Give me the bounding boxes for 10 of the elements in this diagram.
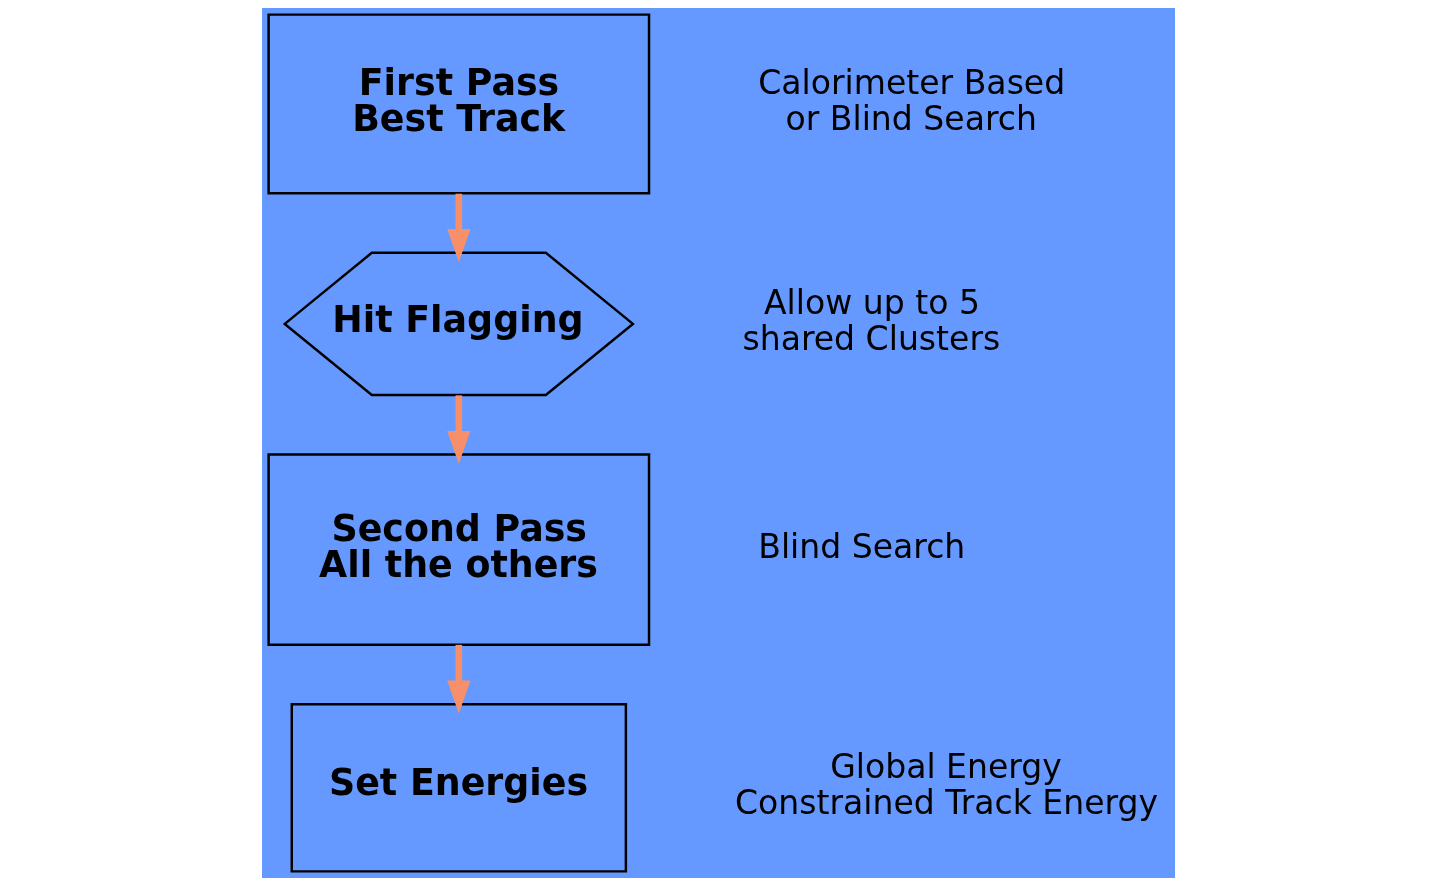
- label: Global Energy Constrained Track Energy: [735, 746, 1159, 823]
- label: Allow up to 5 shared Clusters: [742, 282, 1001, 359]
- node-box: Second Pass All the others: [267, 453, 651, 647]
- label: Blind Search: [758, 526, 966, 566]
- arrow: [447, 644, 471, 714]
- arrow: [447, 193, 471, 263]
- node-box: Set Energies: [290, 703, 628, 873]
- node-box: First Pass Best Track: [267, 13, 651, 195]
- arrow: [447, 395, 471, 465]
- label: Calorimeter Based or Blind Search: [758, 63, 1066, 139]
